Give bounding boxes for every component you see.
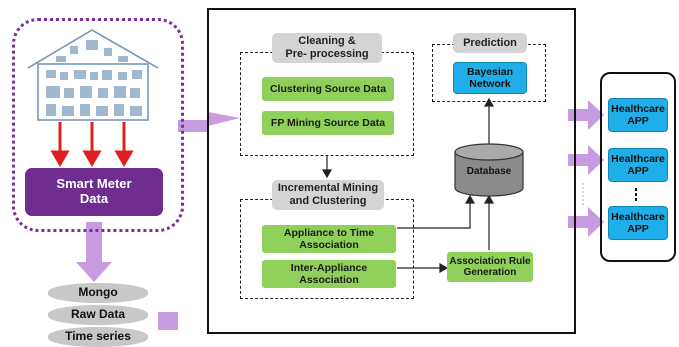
bayesian-label-2: Network [469,78,511,90]
appliance-time-box: Appliance to Time Association [262,225,396,253]
smart-meter-label-2: Data [79,191,109,206]
incremental-title-1: Incremental Mining [277,182,379,195]
bayesian-label-1: Bayesian [466,65,514,78]
app-arrow-2 [568,145,604,175]
app-2-label-2: APP [627,165,649,177]
smart-meter-label-1: Smart Meter [56,176,132,192]
storage-raw-data: Raw Data [48,305,148,325]
bayesian-network-box: Bayesian Network [453,62,527,94]
appliance-time-label-1: Appliance to Time [283,226,375,239]
prediction-title: Prediction [453,33,527,53]
database-label: Database [455,160,523,184]
incremental-title: Incremental Mining and Clustering [272,180,384,210]
processing-frame [207,8,576,334]
healthcare-app-3[interactable]: Healthcare APP [608,206,668,240]
app-arrow-1 [568,100,604,130]
storage-raw-label: Raw Data [70,307,126,322]
cleaning-group [240,52,414,156]
diagram-connectors [27,29,637,330]
healthcare-app-2[interactable]: Healthcare APP [608,148,668,182]
app-1-label-1: Healthcare [611,102,665,115]
app-3-label-1: Healthcare [611,210,665,223]
incremental-title-2: and Clustering [289,195,367,207]
app-3-label-2: APP [627,223,649,235]
storage-mongo: Mongo [48,283,148,303]
app-1-label-2: APP [627,115,649,127]
fp-mining-source-box: FP Mining Source Data [262,111,394,135]
association-rule-box: Association Rule Generation [447,252,533,282]
association-rule-label-1: Association Rule [449,255,531,267]
storage-mongo-label: Mongo [78,285,118,300]
database-label-text: Database [466,166,512,178]
healthcare-app-1[interactable]: Healthcare APP [608,98,668,132]
prediction-title-label: Prediction [463,36,517,49]
smart-meter-data-box: Smart Meter Data [25,168,163,216]
appliance-time-label-2: Association [299,239,359,251]
red-arrows [50,122,134,167]
inter-appliance-label-1: Inter-Appliance [290,261,368,274]
storage-time-series: Time series [48,327,148,347]
association-rule-label-2: Generation [463,267,517,278]
fp-mining-source-label: FP Mining Source Data [270,116,386,129]
house-icon [27,29,159,121]
cleaning-title-2: Pre- processing [285,48,369,60]
cleaning-title: Cleaning & Pre- processing [272,33,382,63]
clustering-source-label: Clustering Source Data [269,82,387,95]
storage-ts-label: Time series [65,329,131,344]
clustering-source-box: Clustering Source Data [262,77,394,101]
app-arrow-3 [568,207,604,237]
inter-appliance-box: Inter-Appliance Association [262,260,396,288]
app-2-label-1: Healthcare [611,152,665,165]
meter-to-storage-arrow [76,222,112,282]
phone-frame [600,72,676,262]
smart-home-frame [12,18,184,232]
inter-appliance-label-2: Association [299,274,359,286]
cleaning-title-1: Cleaning & [298,35,356,48]
